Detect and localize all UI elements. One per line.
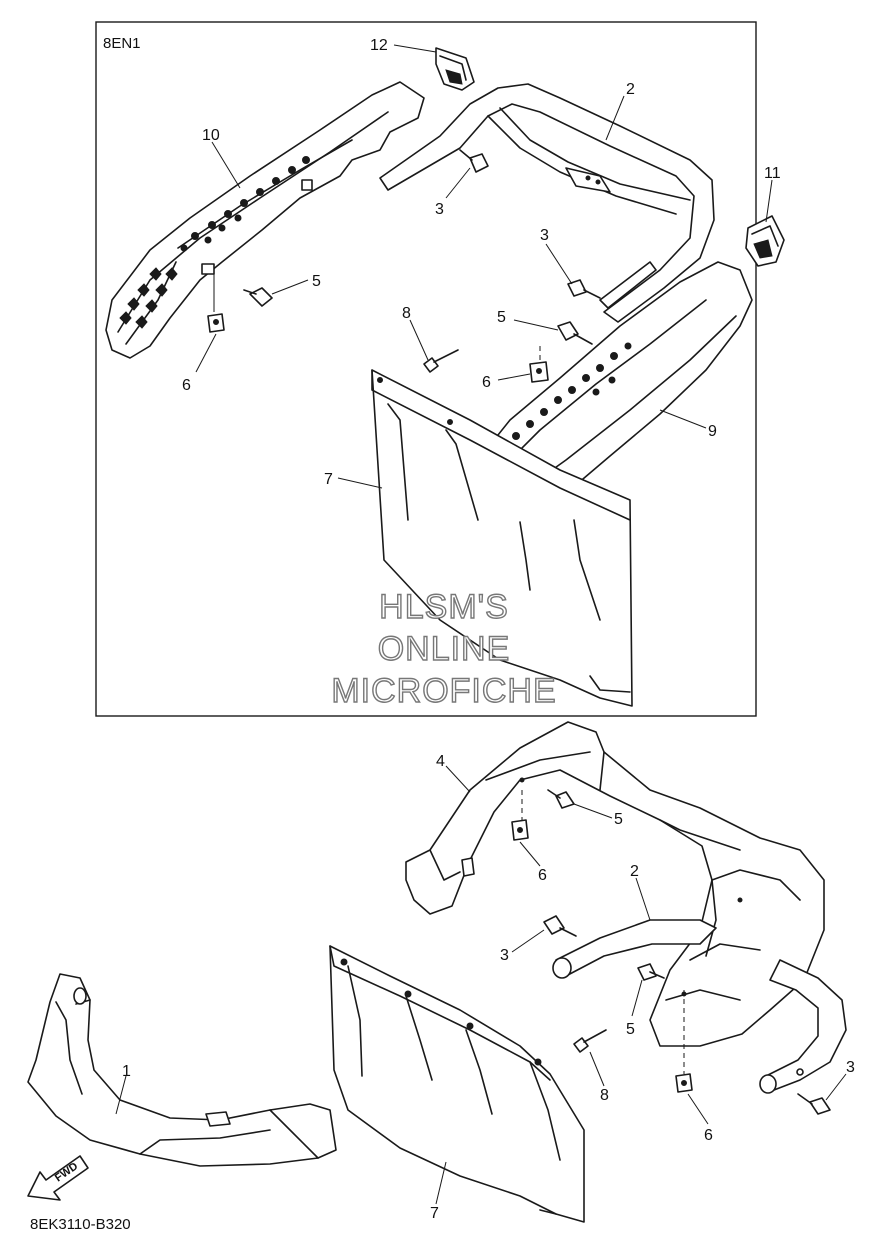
callout-6: 6	[538, 867, 547, 884]
callout-5: 5	[312, 273, 321, 290]
callout-3: 3	[500, 947, 509, 964]
part-5-bolt	[243, 287, 593, 345]
part-2-rear-bar-main	[552, 919, 847, 1094]
part-7-mudflap-main	[329, 945, 585, 1223]
figure-code: 8EK3110-B320	[30, 1216, 131, 1233]
callout-5: 5	[626, 1021, 635, 1038]
callout-2: 2	[630, 863, 639, 880]
callout-3: 3	[540, 227, 549, 244]
callout-8: 8	[600, 1087, 609, 1104]
callout-12: 12	[370, 37, 388, 54]
callout-3: 3	[435, 201, 444, 218]
part-7-mudflap	[371, 369, 633, 707]
callout-labels: 12 2 10 11 3 3 5 8 5 6 6 9 7 4 5 6 2 3 5…	[122, 37, 855, 1222]
watermark: HLSM'S ONLINE MICROFICHE	[331, 587, 557, 710]
part-8-rivet-main	[573, 1029, 607, 1053]
part-1-front-bar	[27, 973, 337, 1167]
part-10-left-panel	[105, 81, 425, 359]
callout-10: 10	[202, 127, 220, 144]
callout-6: 6	[704, 1127, 713, 1144]
part-4-rear-frame	[405, 721, 825, 1047]
callout-8: 8	[402, 305, 411, 322]
part-5-bolt-main	[547, 789, 665, 981]
svg-text:HLSM'S: HLSM'S	[379, 588, 509, 626]
leaders-main	[115, 765, 847, 1205]
svg-text:ONLINE: ONLINE	[378, 630, 511, 668]
fwd-arrow-icon: FWD	[27, 1155, 89, 1201]
callout-5: 5	[497, 309, 506, 326]
callout-2: 2	[626, 81, 635, 98]
part-8-rivet	[423, 349, 459, 373]
svg-text:MICROFICHE: MICROFICHE	[331, 672, 556, 710]
part-3-bolt	[459, 149, 601, 299]
callout-4: 4	[436, 753, 445, 770]
callout-9: 9	[708, 423, 717, 440]
callout-3: 3	[846, 1059, 855, 1076]
callout-1: 1	[122, 1063, 131, 1080]
callout-5: 5	[614, 811, 623, 828]
part-12-cap	[435, 47, 475, 91]
leaders-inset	[195, 44, 773, 489]
callout-7: 7	[324, 471, 333, 488]
inset-model-code: 8EN1	[103, 35, 141, 52]
inset-frame	[95, 21, 757, 717]
part-6-nut	[207, 313, 549, 383]
part-6-nut-main	[511, 819, 693, 1093]
part-3-bolt-main	[543, 915, 831, 1115]
callout-11: 11	[764, 165, 781, 182]
part-11-cap	[745, 215, 785, 267]
callout-6: 6	[482, 374, 491, 391]
part-2-rear-bar	[379, 83, 715, 323]
callout-6: 6	[182, 377, 191, 394]
callout-7: 7	[430, 1205, 439, 1222]
